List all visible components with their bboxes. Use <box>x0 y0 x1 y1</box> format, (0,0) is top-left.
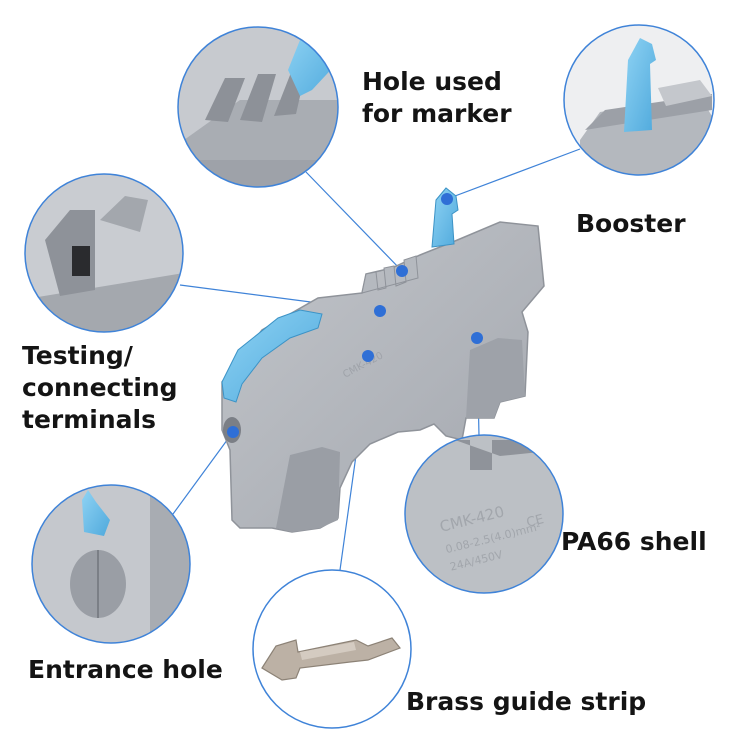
label-testing-line1: Testing/ <box>22 341 133 370</box>
dot-booster <box>441 193 453 205</box>
label-brass-guide-strip: Brass guide strip <box>406 686 646 718</box>
dot-testing <box>374 305 386 317</box>
callout-circle-brass <box>252 569 412 729</box>
dot-brass <box>362 350 374 362</box>
leader-line-entrance <box>172 431 234 515</box>
label-entrance-text: Entrance hole <box>28 655 223 684</box>
callout-circle-entrance <box>31 484 191 644</box>
label-entrance-hole: Entrance hole <box>28 654 223 686</box>
callout-circle-booster <box>563 24 715 176</box>
label-marker-hole-line2: for marker <box>362 99 512 128</box>
booster-callout-tab <box>624 38 656 132</box>
label-brass-text: Brass guide strip <box>406 687 647 716</box>
callout-circle-pa66: CMK-420 0.08-2.5(4.0)mm² 24A/450V CE <box>404 434 564 594</box>
label-pa66-text: PA66 shell <box>561 527 707 556</box>
top-teeth <box>361 255 419 294</box>
label-testing-line3: terminals <box>22 405 156 434</box>
terminal-block: CMK-420 <box>221 187 545 533</box>
label-booster: Booster <box>576 208 686 240</box>
leader-line-marker <box>305 171 403 272</box>
dot-marker <box>396 265 408 277</box>
label-booster-text: Booster <box>576 209 686 238</box>
din-rail-foot <box>276 447 340 532</box>
label-marker-hole: Hole used for marker <box>362 66 512 130</box>
brass-strip <box>261 637 401 681</box>
entrance-callout-lever <box>82 490 110 536</box>
callout-circle-marker <box>177 26 339 188</box>
label-pa66-shell: PA66 shell <box>561 526 707 558</box>
label-testing-line2: connecting <box>22 373 178 402</box>
blue-lever <box>221 309 323 403</box>
dot-pa66 <box>471 332 483 344</box>
label-marker-hole-line1: Hole used <box>362 67 502 96</box>
pa66-marking-cert: CE <box>525 512 545 531</box>
leader-line-booster <box>446 148 581 200</box>
dot-entrance <box>227 426 239 438</box>
callout-circle-testing <box>24 173 184 333</box>
test-socket <box>72 246 90 276</box>
din-rail-foot-right <box>466 338 525 418</box>
label-testing-terminals: Testing/ connecting terminals <box>22 340 178 436</box>
callout-dots <box>227 193 483 438</box>
